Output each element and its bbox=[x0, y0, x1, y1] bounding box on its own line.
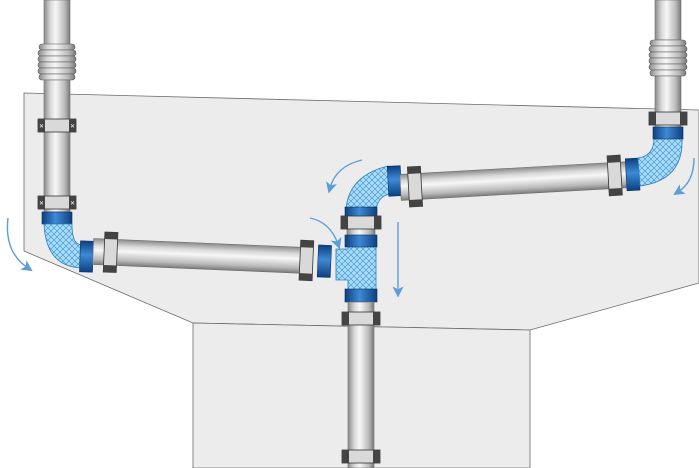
coupling bbox=[344, 288, 378, 303]
upper-horizontal-pipe bbox=[399, 154, 641, 208]
svg-text:✕: ✕ bbox=[39, 200, 44, 207]
curved-arrow-icon bbox=[309, 217, 342, 250]
right-downpipe bbox=[648, 0, 688, 140]
coupling bbox=[79, 240, 94, 273]
coupling bbox=[316, 244, 332, 278]
pipe-clamp-icon bbox=[341, 311, 381, 326]
left-horizontal-pipe bbox=[92, 231, 332, 282]
pipe-clamp-icon: ✕ ✕ bbox=[37, 195, 77, 210]
svg-text:✕: ✕ bbox=[70, 123, 75, 130]
svg-text:✕: ✕ bbox=[39, 123, 44, 130]
right-elbow-fitting bbox=[637, 137, 683, 187]
pipe-clamp-icon bbox=[102, 231, 119, 273]
pipe-clamp-icon bbox=[341, 449, 381, 464]
coupling bbox=[652, 126, 684, 140]
curved-arrow-icon bbox=[673, 157, 695, 195]
bellows-icon bbox=[37, 43, 77, 81]
curved-arrow-icon bbox=[6, 217, 33, 272]
coupling bbox=[344, 234, 378, 248]
pipe-clamp-icon bbox=[298, 239, 315, 282]
pipe-clamp-icon bbox=[406, 165, 424, 208]
svg-text:✕: ✕ bbox=[70, 200, 75, 207]
pipe-clamp-icon: ✕ ✕ bbox=[37, 118, 77, 133]
curved-arrow-icon bbox=[326, 159, 363, 194]
central-downpipe bbox=[341, 301, 381, 468]
coupling bbox=[41, 211, 73, 225]
pipe-clamp-icon bbox=[606, 154, 623, 197]
pipe-clamp-icon bbox=[340, 215, 382, 230]
coupling bbox=[624, 157, 641, 192]
coupling bbox=[386, 165, 403, 197]
bellows-icon bbox=[648, 39, 688, 77]
left-downpipe: ✕ ✕ ✕ ✕ bbox=[37, 0, 77, 225]
pipe-clamp-icon bbox=[648, 111, 688, 126]
